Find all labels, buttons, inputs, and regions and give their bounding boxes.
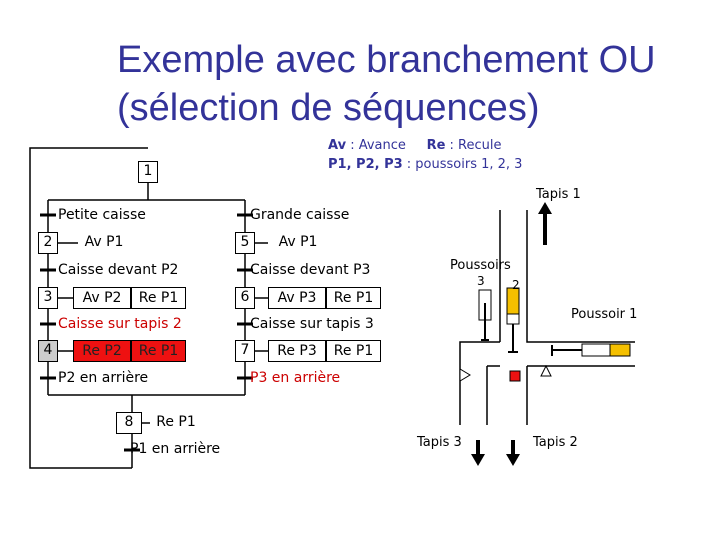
transition-grande-caisse: Grande caisse bbox=[250, 207, 350, 223]
legend-p-text: : poussoirs 1, 2, 3 bbox=[402, 157, 523, 172]
grafcet-step-6: 6 bbox=[235, 287, 255, 309]
box-red-icon bbox=[509, 370, 521, 382]
grafcet-step-7: 7 bbox=[235, 340, 255, 362]
transition-p2-en-arriere: P2 en arrière bbox=[58, 370, 149, 386]
grafcet-step-2: 2 bbox=[38, 232, 58, 254]
sensor-left-icon bbox=[459, 368, 471, 382]
transition-caisse-devant-p2: Caisse devant P2 bbox=[58, 262, 179, 278]
tapis1-arrow-icon bbox=[538, 202, 552, 245]
transition-p1-en-arriere: P1 en arrière bbox=[130, 441, 221, 457]
action-step3-a: Av P2 bbox=[73, 287, 131, 309]
action-step2: Av P1 bbox=[78, 232, 130, 254]
page-title-line2: (sélection de séquences) bbox=[117, 87, 540, 129]
grafcet-step-1: 1 bbox=[138, 161, 158, 183]
poussoir2-icon bbox=[506, 287, 520, 353]
grafcet-step-5: 5 bbox=[235, 232, 255, 254]
action-step3-b: Re P1 bbox=[131, 287, 186, 309]
legend-re-text: : Recule bbox=[445, 138, 502, 153]
legend-av-text: : Avance bbox=[346, 138, 406, 153]
sensor-right-icon bbox=[540, 364, 552, 377]
poussoir1-icon bbox=[551, 343, 631, 357]
page-title-line1: Exemple avec branchement OU bbox=[117, 39, 656, 81]
legend-p-key: P1, P2, P3 bbox=[328, 157, 403, 172]
action-step5: Av P1 bbox=[268, 232, 328, 254]
tapis2-arrow-icon bbox=[506, 440, 520, 466]
legend-re-key: Re bbox=[426, 138, 446, 153]
transition-p3-en-arriere: P3 en arrière bbox=[250, 370, 341, 386]
transition-petite-caisse: Petite caisse bbox=[58, 207, 146, 223]
transition-caisse-sur-tapis-2: Caisse sur tapis 2 bbox=[58, 316, 182, 332]
grafcet-step-3: 3 bbox=[38, 287, 58, 309]
transition-caisse-devant-p3: Caisse devant P3 bbox=[250, 262, 371, 278]
legend-av-key: Av bbox=[328, 138, 347, 153]
label-tapis2: Tapis 2 bbox=[533, 435, 578, 450]
label-poussoir-2: 2 bbox=[512, 278, 520, 292]
conveyor-outline bbox=[459, 210, 635, 425]
action-step6-a: Av P3 bbox=[268, 287, 326, 309]
grafcet-step-8: 8 bbox=[116, 412, 142, 434]
label-poussoir1: Poussoir 1 bbox=[571, 307, 638, 322]
label-tapis1: Tapis 1 bbox=[536, 187, 581, 202]
tapis3-arrow-icon bbox=[471, 440, 485, 466]
action-step4-a-active: Re P2 bbox=[73, 340, 131, 362]
action-step4-b-active: Re P1 bbox=[131, 340, 186, 362]
transition-caisse-sur-tapis-3: Caisse sur tapis 3 bbox=[250, 316, 374, 332]
action-step7-a: Re P3 bbox=[268, 340, 326, 362]
grafcet-step-4-active: 4 bbox=[38, 340, 58, 362]
action-step7-b: Re P1 bbox=[326, 340, 381, 362]
action-step6-b: Re P1 bbox=[326, 287, 381, 309]
poussoir3-icon bbox=[478, 289, 492, 341]
legend-line2: P1, P2, P3 : poussoirs 1, 2, 3 bbox=[328, 157, 522, 172]
label-poussoir-3: 3 bbox=[477, 274, 485, 288]
label-poussoirs: Poussoirs bbox=[450, 258, 511, 273]
legend-line1: Av : Avance Re : Recule bbox=[328, 138, 502, 153]
action-step8: Re P1 bbox=[150, 412, 202, 434]
label-tapis3: Tapis 3 bbox=[417, 435, 462, 450]
